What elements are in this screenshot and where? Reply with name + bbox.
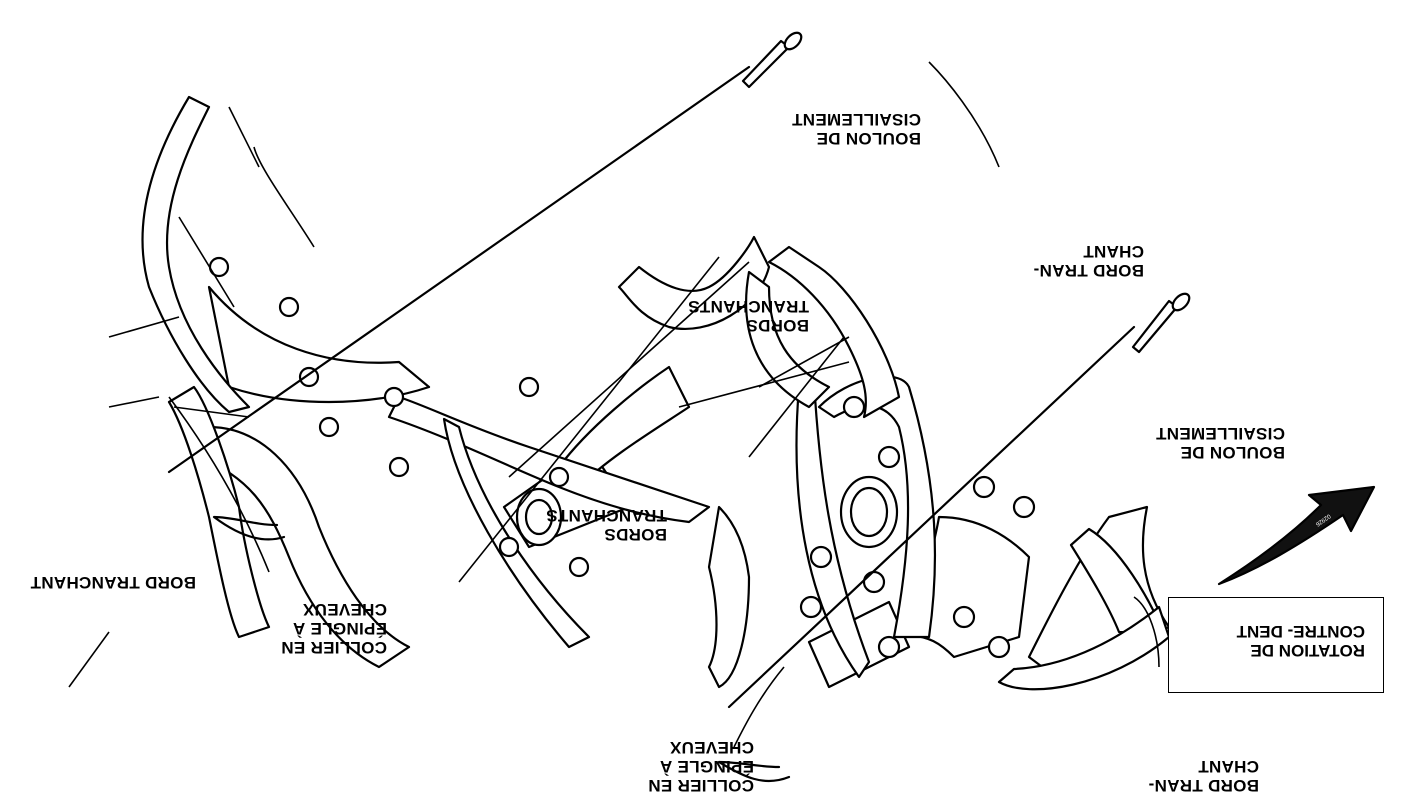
right-tine-lower	[745, 270, 831, 409]
label-bord-tranchant-upper: BORD TRAN- CHANT	[1033, 242, 1144, 280]
right-shear-pin-head	[783, 31, 803, 51]
rotation-label-box: ROTATION DE CONTRE- DENT	[1168, 597, 1384, 693]
label-collier-left: COLLIER EN ÉPINGLE À CHEVEUX	[281, 600, 387, 657]
label-bords-tranchants-mid: BORDS TRANCHANTS	[546, 506, 667, 544]
left-shear-pin-head	[1171, 292, 1191, 312]
label-line: TRANCHANTS	[545, 506, 667, 525]
label-line: BORD TRAN-	[1033, 261, 1144, 280]
label-line: COLLIER EN	[281, 638, 387, 657]
left-shear-pin	[1131, 299, 1179, 354]
label-line: CISAILLEMENT	[1155, 424, 1285, 443]
label-line: BOULON DE	[1180, 443, 1285, 462]
label-bords-tranchants-upper: BORDS TRANCHANTS	[688, 297, 809, 335]
right-side-plate	[167, 385, 271, 639]
label-line: TRANCHANTS	[687, 297, 809, 316]
left-tine-upper	[767, 245, 901, 419]
left-blade-upper	[817, 375, 937, 639]
label-boulon-top: BOULON DE CISAILLEMENT	[792, 110, 921, 148]
rotation-line-2: CONTRE- DENT	[1236, 622, 1365, 641]
label-line: BORDS	[604, 525, 667, 544]
label-line: BORD TRAN-	[1148, 776, 1259, 795]
right-shear-pin	[741, 39, 791, 89]
right-shear-pin-line	[167, 65, 751, 474]
left-blade-far	[707, 505, 751, 689]
label-line: ÉPINGLE À	[659, 757, 754, 776]
label-boulon-right: BOULON DE CISAILLEMENT	[1156, 424, 1285, 462]
label-line: CHEVEUX	[302, 600, 387, 619]
label-bord-tranchant-left: BORD TRANCHANT	[30, 573, 196, 592]
left-far-tine	[617, 235, 771, 330]
label-collier-lower: COLLIER EN ÉPINGLE À CHEVEUX	[648, 738, 754, 795]
right-back-tine	[207, 285, 431, 404]
label-line: CHANT	[1083, 242, 1144, 261]
rotation-arrow	[1217, 485, 1376, 586]
rotation-line-1: ROTATION DE	[1250, 641, 1365, 660]
label-line: COLLIER EN	[648, 776, 754, 795]
left-hub-bore	[849, 486, 889, 538]
left-lower-tine	[997, 605, 1171, 691]
leader-lines	[68, 61, 1160, 748]
right-bolts	[208, 256, 590, 578]
label-line: ÉPINGLE À	[292, 619, 387, 638]
right-big-tine	[387, 395, 711, 524]
right-hub-bore	[524, 498, 554, 536]
label-line: CHEVEUX	[669, 738, 754, 757]
label-line: BORD TRANCHANT	[30, 573, 196, 592]
lower-hairpin-clip	[717, 760, 791, 782]
left-shear-pin-line	[727, 325, 1136, 709]
right-tine-front	[442, 417, 591, 649]
label-line: BOULON DE	[816, 129, 921, 148]
right-end-plate	[141, 95, 251, 414]
label-line: BORDS	[746, 316, 809, 335]
left-front-blade	[1069, 527, 1166, 636]
label-bord-tranchant-right: BORD TRAN- CHANT	[1148, 757, 1259, 795]
label-line: CHANT	[1198, 757, 1259, 776]
label-line: CISAILLEMENT	[791, 110, 921, 129]
left-hairpin-clip	[212, 515, 286, 541]
